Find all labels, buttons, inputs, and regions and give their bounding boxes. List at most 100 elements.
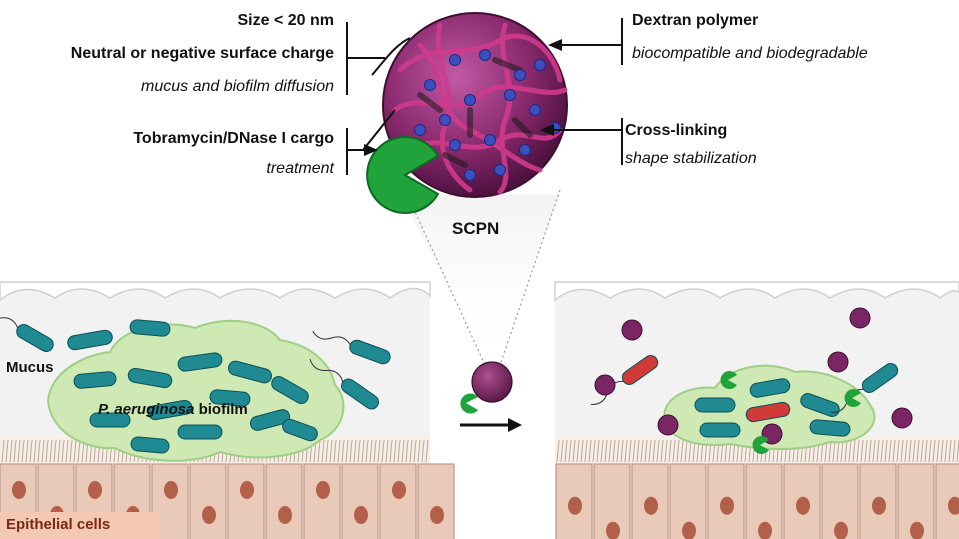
cilium bbox=[53, 439, 57, 463]
cilium bbox=[856, 439, 860, 463]
epithelial-cell bbox=[859, 463, 897, 539]
cell-nucleus bbox=[240, 481, 254, 499]
cell-nucleus bbox=[872, 496, 886, 515]
small-scpn-particle bbox=[827, 351, 849, 373]
epithelial-cell bbox=[227, 463, 265, 539]
cilium bbox=[357, 439, 361, 463]
cilium bbox=[37, 439, 41, 463]
cilium bbox=[425, 439, 429, 463]
cilium bbox=[672, 439, 676, 463]
bacterium bbox=[249, 409, 291, 431]
cilium bbox=[45, 439, 49, 463]
cilium bbox=[333, 439, 337, 463]
cilium bbox=[888, 439, 892, 463]
cilium bbox=[688, 439, 692, 463]
cilium bbox=[616, 439, 620, 463]
cilium bbox=[337, 439, 341, 463]
cilium bbox=[421, 439, 425, 463]
cilium bbox=[385, 439, 389, 463]
cilium bbox=[77, 439, 81, 463]
cilium bbox=[940, 439, 944, 463]
cilium bbox=[620, 439, 624, 463]
bacterium bbox=[0, 307, 54, 352]
cilium bbox=[836, 439, 840, 463]
bacterium bbox=[699, 422, 741, 438]
cargo-dot bbox=[424, 79, 436, 91]
cilium bbox=[600, 439, 604, 463]
right-cilia bbox=[556, 439, 959, 463]
cilium bbox=[916, 439, 920, 463]
cargo-dots bbox=[414, 49, 561, 181]
cell-nucleus bbox=[354, 506, 368, 524]
cargo-dot bbox=[519, 144, 531, 156]
bacterium bbox=[89, 412, 131, 428]
cell-nucleus bbox=[948, 496, 959, 515]
cilium bbox=[892, 439, 896, 463]
cargo-dot bbox=[479, 49, 491, 61]
cilium bbox=[345, 439, 349, 463]
epithelial-cell bbox=[593, 463, 631, 539]
cell-nucleus bbox=[202, 506, 216, 524]
cilium bbox=[684, 439, 688, 463]
cargo-dot bbox=[414, 124, 426, 136]
cell-nucleus bbox=[164, 481, 178, 499]
cilium bbox=[365, 439, 369, 463]
bacterium bbox=[312, 330, 391, 365]
cilium bbox=[592, 439, 596, 463]
cilium bbox=[9, 439, 13, 463]
cargo-dot bbox=[464, 169, 476, 181]
crosslinks bbox=[417, 57, 533, 168]
cell-nucleus bbox=[720, 496, 734, 515]
epithelial-cell bbox=[265, 463, 303, 539]
cilium bbox=[25, 439, 29, 463]
cargo-dot bbox=[439, 114, 451, 126]
cilium bbox=[61, 439, 65, 463]
cargo-dot bbox=[494, 164, 506, 176]
label-treatment: treatment bbox=[266, 160, 334, 177]
cilium bbox=[21, 439, 25, 463]
transition-arrow-head bbox=[508, 418, 522, 432]
cilium bbox=[840, 439, 844, 463]
label-mucus: Mucus bbox=[6, 359, 54, 376]
bacterium bbox=[177, 424, 223, 440]
cilium bbox=[397, 439, 401, 463]
cilium bbox=[904, 439, 908, 463]
bacterium bbox=[745, 401, 791, 423]
cilium bbox=[632, 439, 636, 463]
cilium bbox=[948, 439, 952, 463]
cilium bbox=[341, 439, 345, 463]
cargo-dot bbox=[449, 139, 461, 151]
cell-nucleus bbox=[88, 481, 102, 499]
cilium bbox=[560, 439, 564, 463]
cilium bbox=[864, 439, 868, 463]
cilium bbox=[844, 439, 848, 463]
label-stabilization: shape stabilization bbox=[625, 150, 757, 167]
small-cargo-piece bbox=[720, 370, 737, 389]
left-bacteria bbox=[0, 307, 391, 454]
cilium bbox=[680, 439, 684, 463]
cilium bbox=[624, 439, 628, 463]
cilium bbox=[612, 439, 616, 463]
cilium bbox=[361, 439, 365, 463]
cilium bbox=[872, 439, 876, 463]
cargo-dot bbox=[534, 59, 546, 71]
label-biofilm: P. aeruginosa biofilm bbox=[98, 399, 248, 421]
epithelial-cell bbox=[379, 463, 417, 539]
cargo-pacman-icon bbox=[366, 136, 440, 214]
cilium bbox=[568, 439, 572, 463]
epithelial-cell bbox=[341, 463, 379, 539]
cilium bbox=[896, 439, 900, 463]
cilium bbox=[868, 439, 872, 463]
small-cargo-piece bbox=[752, 435, 769, 454]
cargo-dot bbox=[504, 89, 516, 101]
bacterium bbox=[73, 371, 117, 389]
cilium bbox=[880, 439, 884, 463]
cilium bbox=[401, 439, 405, 463]
bacterium bbox=[271, 376, 309, 404]
cilium bbox=[884, 439, 888, 463]
cilium bbox=[628, 439, 632, 463]
cilium bbox=[588, 439, 592, 463]
right-panel bbox=[554, 281, 959, 539]
small-scpn-particle bbox=[891, 407, 913, 429]
